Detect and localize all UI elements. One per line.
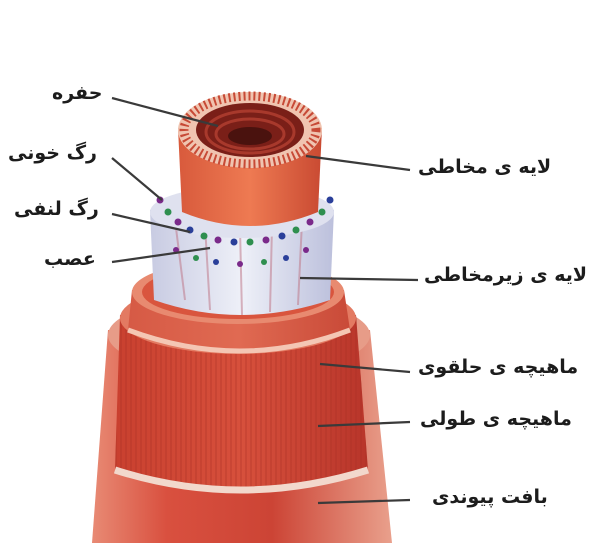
label-nerve: عصب [44, 250, 96, 269]
label-submucosa: لایه ی زیرمخاطی [424, 266, 587, 285]
label-circular-muscle: ماهیچه ی حلقوی [418, 358, 578, 377]
label-mucosa: لایه ی مخاطی [418, 158, 551, 177]
label-connective-tissue: بافت پیوندی [432, 488, 548, 507]
label-lymph-vessel: رگ لنفی [14, 200, 99, 219]
label-longitudinal-muscle: ماهیچه ی طولی [420, 410, 572, 429]
label-blood-vessel: رگ خونی [8, 144, 97, 163]
label-cavity: حفره [52, 84, 102, 103]
mucosa-layer [178, 92, 322, 226]
